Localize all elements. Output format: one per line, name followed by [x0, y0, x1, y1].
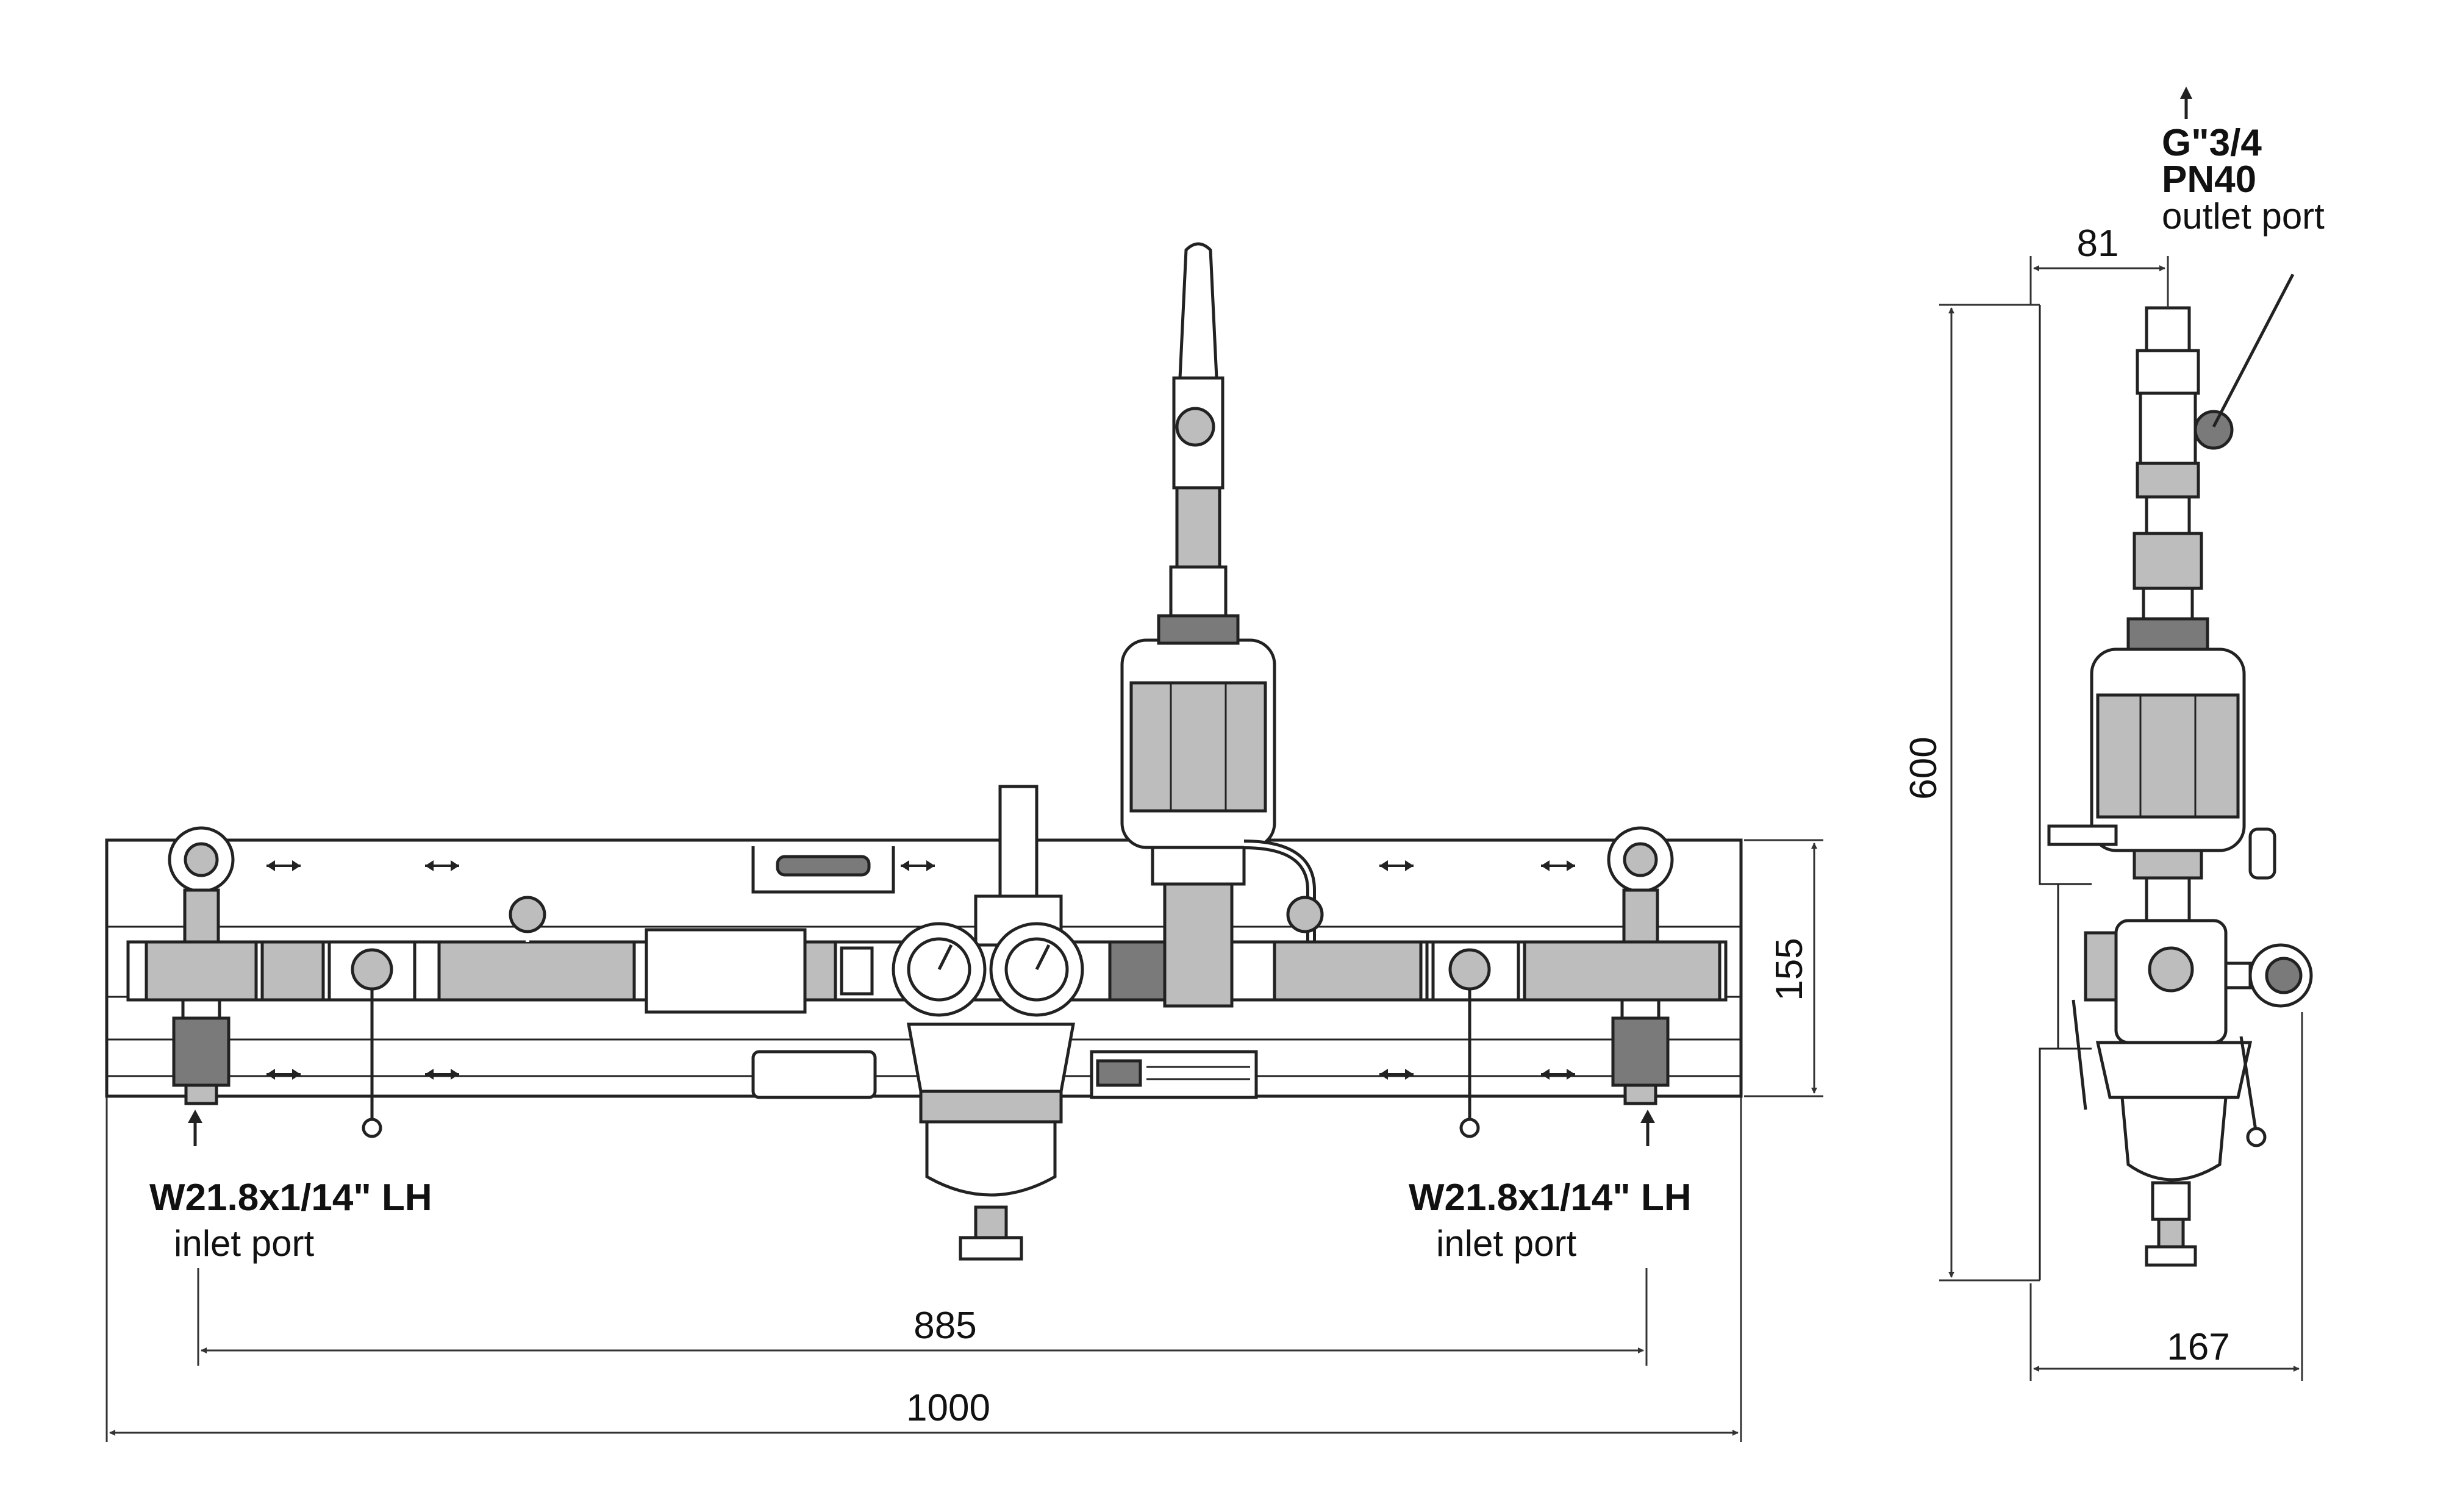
dim-155-label: 155	[1768, 938, 1811, 1000]
right-inlet-thread: W21.8x1/14" LH	[1409, 1177, 1692, 1219]
dimension-height: 600	[1903, 304, 2040, 1282]
dim-600-label: 600	[1903, 736, 1945, 799]
dim-885-label: 885	[913, 1305, 976, 1347]
pressure-regulator	[892, 785, 1084, 1261]
dim-167-label: 167	[2167, 1326, 2229, 1368]
dimension-depth: 167	[2029, 1012, 2303, 1381]
right-ball-valve	[1431, 940, 1520, 1138]
central-outlet-assembly	[1108, 242, 1276, 1008]
outlet-ball-valve	[2133, 273, 2295, 621]
label-plate-left	[751, 1050, 877, 1099]
left-inlet-valve	[145, 826, 258, 1105]
dimension-outlet-offset: 81	[2029, 223, 2169, 308]
dimension-panel-height: 155	[1744, 839, 1823, 1097]
side-view: G"3/4 PN40 outlet port 81 600 167	[1903, 87, 2325, 1381]
filter-cylinder	[645, 928, 807, 1014]
left-inlet-label: inlet port	[174, 1223, 314, 1264]
dim-1000-label: 1000	[906, 1387, 990, 1429]
right-inlet-valve	[1523, 826, 1721, 1105]
left-ball-valve	[327, 940, 417, 1138]
outlet-label: outlet port	[2162, 196, 2325, 237]
front-view: W21.8x1/14" LH inlet port W21.8x1/14" LH…	[105, 242, 1823, 1442]
outlet-pressure: PN40	[2162, 159, 2256, 201]
dimension-total-width: 1000	[105, 1097, 1742, 1442]
dimension-inlet-spacing: 885	[197, 1268, 1648, 1366]
dim-81-label: 81	[2077, 223, 2119, 265]
outlet-thread: G"3/4	[2162, 122, 2262, 164]
right-inlet-label: inlet port	[1436, 1223, 1576, 1264]
side-regulator	[2072, 919, 2313, 1267]
side-filter-housing	[2047, 617, 2276, 922]
left-inlet-thread: W21.8x1/14" LH	[149, 1177, 432, 1219]
